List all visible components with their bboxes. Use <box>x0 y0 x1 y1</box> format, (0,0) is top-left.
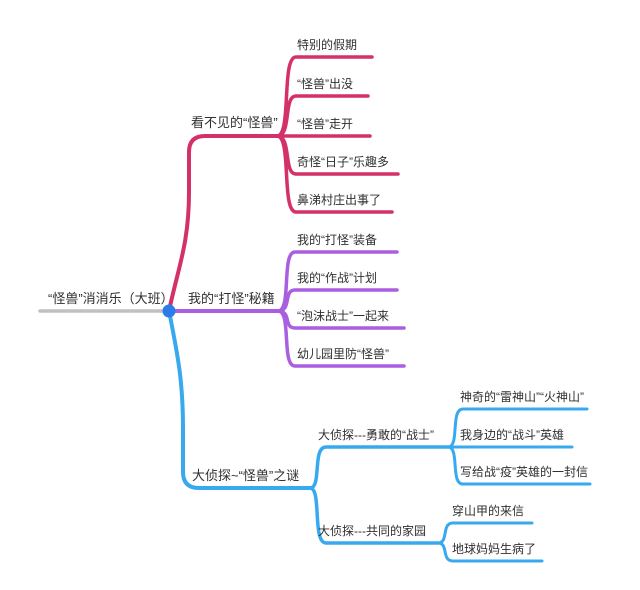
branch2-child1-topic[interactable]: 我的“打怪”装备 <box>297 233 377 247</box>
branch2-child2-line <box>276 288 399 313</box>
branch1-main-line <box>167 134 279 313</box>
branch3-sub1-topic[interactable]: 大侦探---勇敢的“战士” <box>318 428 434 442</box>
branch3-sub2-child2-line <box>436 541 544 563</box>
branch3-main-line <box>167 309 312 490</box>
branch3-sub1-line <box>308 445 450 490</box>
branch2-topic[interactable]: 我的“打怪”秘籍 <box>188 291 275 306</box>
branch3-sub1-child2-topic[interactable]: 我身边的“战斗”英雄 <box>460 428 564 442</box>
branch1-child5-line <box>275 134 394 214</box>
branch3-sub1-child1-topic[interactable]: 神奇的“雷神山”“火神山” <box>460 390 584 404</box>
branch1-child4-topic[interactable]: 奇怪“日子”乐趣多 <box>297 155 389 169</box>
root-junction-dot[interactable] <box>162 304 176 318</box>
branch3-sub2-child2-topic[interactable]: 地球妈妈生病了 <box>452 542 537 556</box>
root-topic[interactable]: “怪兽”消消乐（大班） <box>48 291 174 306</box>
branch1-child1-topic[interactable]: 特别的假期 <box>297 38 358 52</box>
branch2-child4-line <box>276 309 406 368</box>
branch1-child3-topic[interactable]: “怪兽”走开 <box>297 117 353 131</box>
branch2-child3-topic[interactable]: “泡沫战士”一起来 <box>297 309 389 323</box>
branch3-sub2-child1-topic[interactable]: 穿山甲的来信 <box>452 504 525 518</box>
branch3-sub1-child3-topic[interactable]: 写给战“疫”英雄的一封信 <box>460 465 588 479</box>
branch3-sub2-line <box>308 486 440 545</box>
branch1-topic[interactable]: 看不见的“怪兽” <box>191 115 278 130</box>
branch3-topic[interactable]: 大侦探~“怪兽”之谜 <box>192 468 300 483</box>
branch1-child5-topic[interactable]: 鼻涕村庄出事了 <box>297 193 382 207</box>
branch3-sub2-child1-line <box>436 521 534 545</box>
branch2-child2-topic[interactable]: 我的“作战”计划 <box>297 271 377 285</box>
branch3-sub1-child3-line <box>446 445 592 486</box>
branch1-child2-topic[interactable]: “怪兽”出没 <box>297 77 353 91</box>
branch2-child4-topic[interactable]: 幼儿园里防“怪兽” <box>297 347 389 361</box>
branch3-sub2-topic[interactable]: 大侦探---共同的家园 <box>318 524 426 538</box>
